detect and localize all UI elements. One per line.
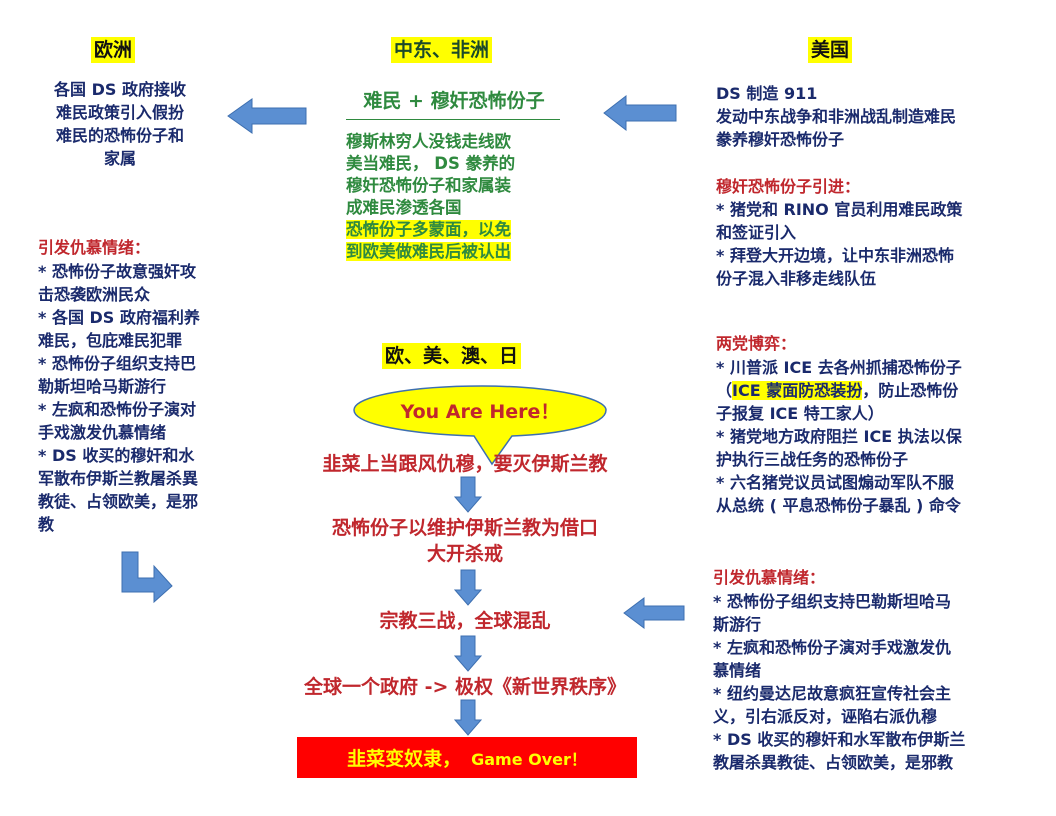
usa-intro-line: DS 制造 911 — [716, 84, 818, 103]
bubble-text: You Are Here！ — [400, 401, 560, 423]
middle-body-line: 美当难民， DS 豢养的 — [346, 154, 516, 173]
flow-step-3: 宗教三战，全球混乱 — [379, 610, 551, 632]
emotion-line: * 左疯和恐怖份子演对 — [38, 399, 196, 419]
emotion-line: 教屠杀異教徒、占领欧美，是邪教 — [713, 752, 954, 772]
emotion-line: * DS 收买的穆奸和水军散布伊斯兰 — [713, 729, 966, 749]
usa-game-line-tail: ，防止恐怖份 — [862, 380, 959, 400]
usa-game-section: 两党博弈： * 川普派 ICE 去各州抓捕恐怖份子 （ICE 蒙面防恐装扮，防止… — [716, 332, 1041, 517]
flow-step-2-line: 恐怖份子以维护伊斯兰教为借口 — [331, 517, 598, 539]
emotion-line: 难民，包庇难民犯罪 — [38, 330, 183, 350]
paren-open: （ — [716, 380, 733, 400]
usa-import-section: 穆奸恐怖份子引进： * 猪党和 RINO 官员利用难民政策 和签证引入 * 拜登… — [716, 175, 1036, 290]
middle-highlight-line: 到欧美做难民后被认出 — [346, 242, 511, 261]
you-are-here-bubble — [353, 385, 607, 466]
arrow-down-icon — [453, 635, 483, 672]
emotion-line: * 左疯和恐怖份子演对手戏激发仇 — [713, 637, 951, 657]
arrow-left-icon — [623, 597, 685, 629]
arrow-left-icon — [227, 98, 307, 134]
emotion-line: 勒斯坦哈马斯游行 — [38, 376, 167, 396]
usa-game-line: * 猪党地方政府阻拦 ICE 执法以保 — [716, 426, 962, 446]
usa-emotion-title: 引发仇慕情绪： — [713, 568, 826, 587]
emotion-line: * 纽约曼达尼故意疯狂宣传社会主 — [713, 683, 951, 703]
usa-game-line: 从总统 ( 平息恐怖份子暴乱 ) 命令 — [716, 495, 961, 515]
emotion-line: * 恐怖份子故意强奸攻 — [38, 261, 196, 281]
arrow-down-icon — [453, 569, 483, 606]
emotion-line: * 恐怖份子组织支持巴 — [38, 353, 196, 373]
usa-game-line: * 六名猪党议员试图煽动军队不服 — [716, 472, 954, 492]
middle-title: 难民 + 穆奸恐怖份子 — [363, 90, 545, 112]
game-over-box: 韭菜变奴隶， Game Over！ — [297, 737, 637, 778]
emotion-line: * DS 收买的穆奸和水 — [38, 445, 195, 465]
usa-import-line: * 拜登大开边境，让中东非洲恐怖 — [716, 246, 954, 265]
middle-highlight-line: 恐怖份子多蒙面，以免 — [346, 220, 511, 239]
usa-header: 美国 — [808, 37, 853, 63]
europe-intro-line: 难民政策引入假扮 — [55, 103, 184, 122]
emotion-line: 手戏激发仇慕情绪 — [38, 422, 167, 442]
usa-import-line: * 猪党和 RINO 官员利用难民政策 — [716, 200, 963, 219]
usa-game-line: * 川普派 ICE 去各州抓捕恐怖份子 — [716, 357, 962, 377]
middle-east-africa-header: 中东、非洲 — [391, 37, 493, 63]
europe-emotion-title: 引发仇慕情绪： — [38, 238, 151, 257]
emotion-line: 击恐袭欧洲民众 — [38, 284, 151, 304]
middle-body-line: 穆奸恐怖份子和家属装 — [346, 176, 511, 195]
usa-intro: DS 制造 911 发动中东战争和非洲战乱制造难民 豢养穆奸恐怖份子 — [716, 82, 1036, 151]
bent-arrow-icon — [121, 551, 173, 604]
usa-game-title: 两党博弈： — [716, 334, 797, 353]
usa-intro-line: 豢养穆奸恐怖份子 — [716, 130, 845, 149]
emotion-line: 教 — [38, 514, 55, 534]
middle-divider — [346, 119, 560, 120]
usa-import-title: 穆奸恐怖份子引进： — [716, 177, 861, 196]
europe-emotion-section: 引发仇慕情绪： * 恐怖份子故意强奸攻击恐袭欧洲民众 * 各国 DS 政府福利养难… — [38, 236, 248, 536]
game-over-main: 韭菜变奴隶， — [347, 748, 462, 770]
usa-import-line: 份子混入非移走线队伍 — [716, 269, 877, 288]
middle-body: 穆斯林穷人没钱走线欧 美当难民， DS 豢养的 穆奸恐怖份子和家属装 成难民渗透… — [346, 131, 576, 263]
emotion-line: 斯游行 — [713, 614, 762, 634]
emotion-line: * 各国 DS 政府福利养 — [38, 307, 200, 327]
usa-intro-line: 发动中东战争和非洲战乱制造难民 — [716, 107, 957, 126]
europe-intro-line: 各国 DS 政府接收 — [54, 80, 186, 99]
usa-import-line: 和签证引入 — [716, 223, 797, 242]
bubble-shape — [353, 385, 607, 466]
usa-game-line: （ICE 蒙面防恐装扮，防止恐怖份 — [716, 379, 1041, 402]
flow-step-4: 全球一个政府 -> 极权《新世界秩序》 — [303, 676, 627, 698]
emotion-line: * 恐怖份子组织支持巴勒斯坦哈马 — [713, 591, 951, 611]
usa-game-line: 护执行三战任务的恐怖份子 — [716, 449, 909, 469]
ice-mask-highlight: ICE 蒙面防恐装扮 — [732, 380, 863, 400]
flow-header: 欧、美、澳、日 — [382, 343, 522, 369]
emotion-line: 教徒、占领欧美，是邪 — [38, 491, 199, 511]
arrow-down-icon — [453, 699, 483, 736]
emotion-line: 义，引右派反对，诬陷右派仇穆 — [713, 706, 938, 726]
arrow-down-icon — [453, 476, 483, 513]
usa-emotion-section: 引发仇慕情绪： * 恐怖份子组织支持巴勒斯坦哈马斯游行 * 左疯和恐怖份子演对手戏… — [713, 566, 1043, 774]
europe-intro-line: 难民的恐怖份子和 — [55, 126, 184, 145]
flow-step-2-line: 大开杀戒 — [426, 543, 503, 565]
usa-game-line: 子报复 ICE 特工家人） — [716, 403, 884, 423]
middle-body-line: 穆斯林穷人没钱走线欧 — [346, 132, 511, 151]
europe-intro: 各国 DS 政府接收 难民政策引入假扮 难民的恐怖份子和 家属 — [30, 78, 210, 170]
europe-header: 欧洲 — [91, 37, 136, 63]
arrow-left-icon — [603, 94, 677, 132]
game-over-tail: Game Over！ — [471, 749, 587, 769]
emotion-line: 慕情绪 — [713, 660, 762, 680]
europe-intro-line: 家属 — [103, 149, 136, 168]
flow-step-2: 恐怖份子以维护伊斯兰教为借口 大开杀戒 — [240, 515, 690, 567]
usa-emotion-list: * 恐怖份子组织支持巴勒斯坦哈马斯游行 * 左疯和恐怖份子演对手戏激发仇慕情绪 * … — [713, 590, 1043, 774]
flow-step-1: 韭菜上当跟风仇穆，要灭伊斯兰教 — [322, 453, 608, 475]
europe-emotion-list: * 恐怖份子故意强奸攻击恐袭欧洲民众 * 各国 DS 政府福利养难民，包庇难民犯罪… — [38, 260, 248, 536]
middle-body-line: 成难民渗透各国 — [346, 198, 462, 217]
emotion-line: 军散布伊斯兰教屠杀異 — [38, 468, 199, 488]
